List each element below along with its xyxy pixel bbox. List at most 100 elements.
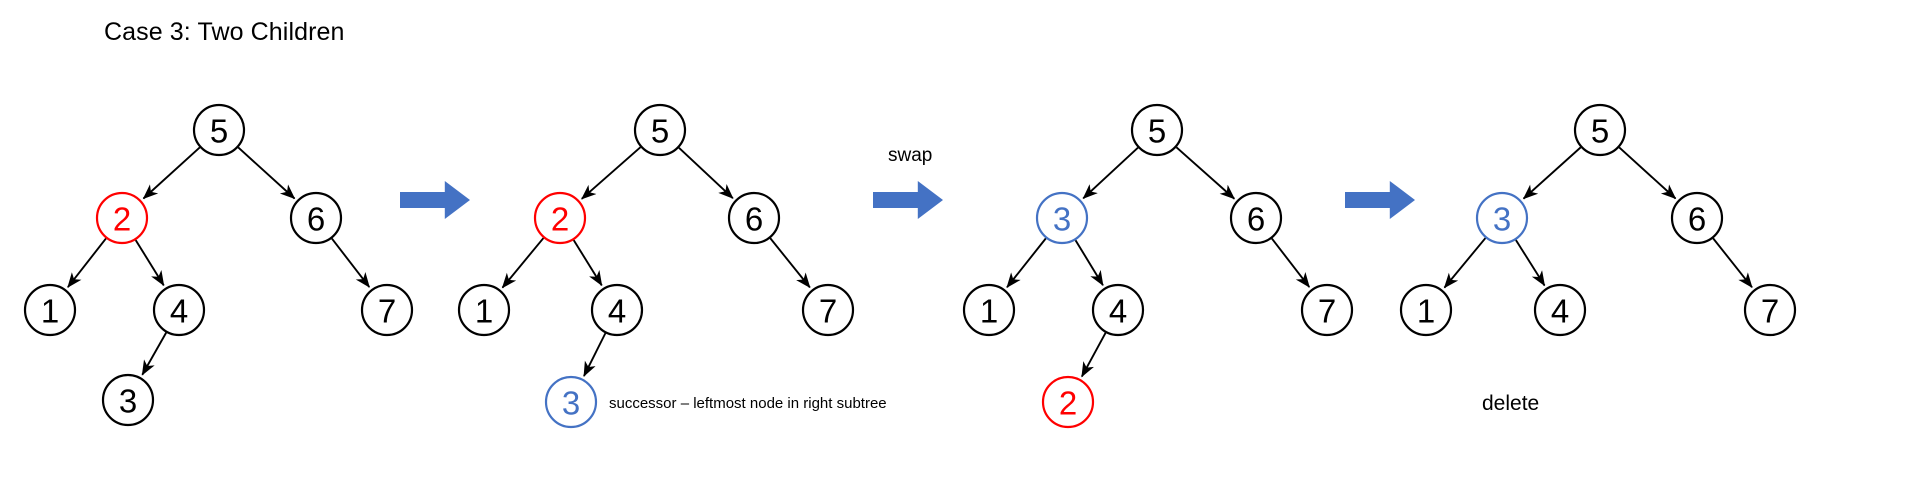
node-value-label: 2	[551, 201, 569, 238]
node-value-label: 5	[1591, 113, 1609, 150]
node-value-label: 5	[210, 113, 228, 150]
tree-node-5: 5	[633, 103, 687, 157]
node-value-label: 3	[1493, 201, 1511, 238]
node-circle	[192, 103, 246, 157]
arrow-2	[873, 181, 943, 219]
node-circle	[633, 103, 687, 157]
tree-edge	[501, 237, 545, 289]
node-circle	[727, 191, 781, 245]
node-value-label: 5	[1148, 113, 1166, 150]
tree-node-4: 4	[1533, 283, 1587, 337]
tree-node-3: 3	[1035, 191, 1089, 245]
tree-node-5: 5	[1573, 103, 1627, 157]
node-value-label: 6	[745, 201, 763, 238]
tree-node-6: 6	[727, 191, 781, 245]
tree-node-3: 3	[101, 373, 155, 427]
tree-node-3: 3	[544, 375, 598, 429]
node-value-label: 3	[119, 383, 137, 420]
node-value-label: 4	[608, 293, 626, 330]
node-value-label: 7	[819, 293, 837, 330]
tree-edge	[1082, 146, 1139, 199]
tree-node-3: 3	[1475, 191, 1529, 245]
arrow-1	[400, 181, 470, 219]
tree-edge	[141, 332, 168, 376]
swap-step-label: swap	[888, 145, 933, 166]
arrow-3	[1345, 181, 1415, 219]
node-circle	[95, 191, 149, 245]
node-circle	[1041, 375, 1095, 429]
node-value-label: 4	[1551, 293, 1569, 330]
node-circle	[1229, 191, 1283, 245]
node-circle	[1573, 103, 1627, 157]
node-value-label: 5	[651, 113, 669, 150]
tree-node-2: 2	[1041, 375, 1095, 429]
tree-edge	[1618, 146, 1677, 200]
tree-node-7: 7	[1300, 283, 1354, 337]
tree-node-1: 1	[1399, 283, 1453, 337]
node-circle	[1399, 283, 1453, 337]
tree-edge	[1074, 239, 1104, 287]
node-value-label: 1	[980, 293, 998, 330]
node-value-label: 6	[1247, 201, 1265, 238]
node-value-label: 6	[1688, 201, 1706, 238]
tree-edge	[581, 146, 642, 200]
node-value-label: 6	[307, 201, 325, 238]
node-circle	[101, 373, 155, 427]
node-value-label: 4	[170, 293, 188, 330]
node-circle	[590, 283, 644, 337]
node-value-label: 2	[113, 201, 131, 238]
node-circle	[1300, 283, 1354, 337]
node-circle	[360, 283, 414, 337]
node-circle	[1475, 191, 1529, 245]
node-circle	[533, 191, 587, 245]
tree-node-6: 6	[1670, 191, 1724, 245]
node-value-label: 7	[1318, 293, 1336, 330]
tree-edge	[678, 147, 734, 199]
node-value-label: 4	[1109, 293, 1127, 330]
tree-edge	[1522, 146, 1582, 200]
tree-edge	[1515, 239, 1546, 287]
tree-edge	[583, 332, 607, 377]
node-circle	[1130, 103, 1184, 157]
node-value-label: 1	[475, 293, 493, 330]
node-value-label: 1	[1417, 293, 1435, 330]
tree-node-6: 6	[289, 191, 343, 245]
node-circle	[544, 375, 598, 429]
node-circle	[152, 283, 206, 337]
tree-node-7: 7	[1743, 283, 1797, 337]
tree-node-2: 2	[533, 191, 587, 245]
tree-nodes: 5 2 6 1 4 7 3 5 2 6 1 4 7 3 5 3 6 1 4 7 2 5 3 6 1 4 7	[23, 103, 1797, 429]
node-circle	[1035, 191, 1089, 245]
tree-node-1: 1	[962, 283, 1016, 337]
transition-arrows	[400, 181, 1415, 219]
node-circle	[962, 283, 1016, 337]
node-value-label: 2	[1059, 385, 1077, 422]
delete-step-label: delete	[1482, 392, 1540, 415]
tree-node-5: 5	[1130, 103, 1184, 157]
tree-node-5: 5	[192, 103, 246, 157]
tree-edge	[1271, 238, 1311, 288]
node-value-label: 7	[378, 293, 396, 330]
node-value-label: 1	[41, 293, 59, 330]
tree-edge	[1712, 237, 1753, 289]
tree-edge	[67, 237, 107, 288]
tree-node-4: 4	[590, 283, 644, 337]
node-value-label: 3	[1053, 201, 1071, 238]
tree-node-4: 4	[1091, 283, 1145, 337]
tree-edge	[572, 239, 603, 287]
tree-edge	[769, 237, 811, 289]
tree-edge	[331, 238, 371, 288]
tree-edge	[134, 239, 165, 287]
successor-caption: successor – leftmost node in right subtr…	[609, 395, 887, 412]
tree-node-1: 1	[23, 283, 77, 337]
tree-edge	[142, 146, 201, 200]
tree-node-2: 2	[95, 191, 149, 245]
tree-node-7: 7	[801, 283, 855, 337]
node-circle	[1743, 283, 1797, 337]
node-circle	[1091, 283, 1145, 337]
tree-edge	[1443, 237, 1487, 289]
node-circle	[1670, 191, 1724, 245]
page-title: Case 3: Two Children	[104, 18, 345, 46]
